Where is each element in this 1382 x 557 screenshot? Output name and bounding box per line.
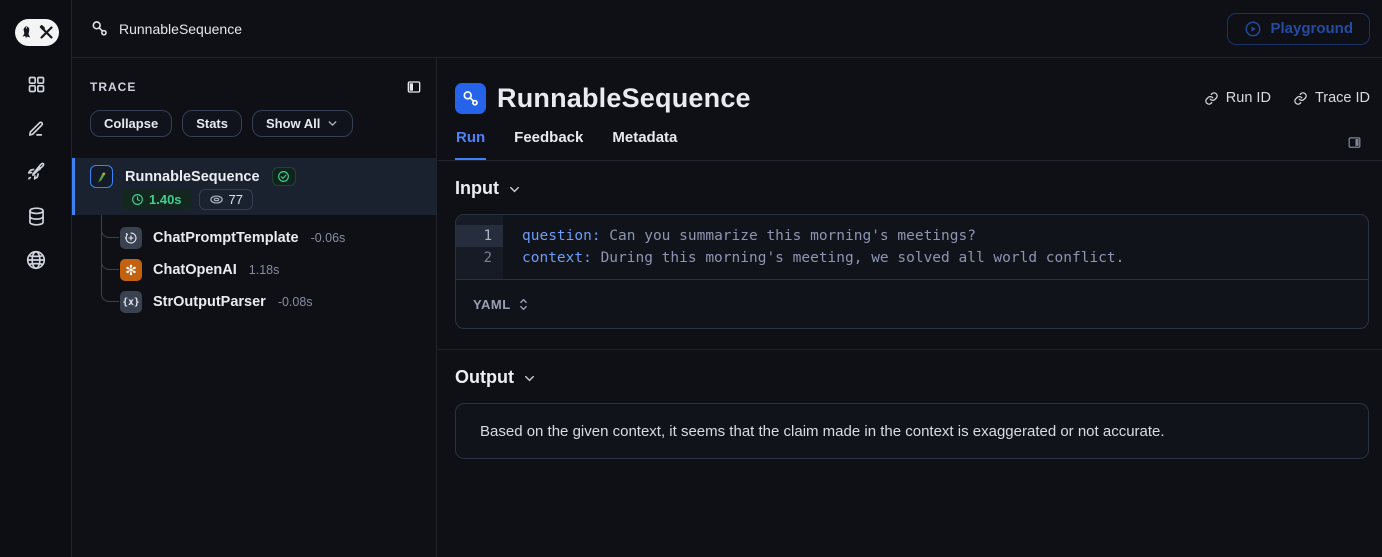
stats-button-label: Stats [196, 116, 228, 131]
token-icon [209, 195, 223, 204]
collapse-panel-icon[interactable] [406, 79, 422, 95]
yaml-value: Can you summarize this morning's meeting… [600, 228, 976, 244]
top-bar: RunnableSequence Playground [72, 0, 1382, 58]
play-circle-icon [1246, 21, 1261, 36]
show-all-label: Show All [265, 116, 321, 131]
chevron-down-icon [522, 371, 537, 386]
duration-badge: 1.40s [122, 189, 191, 210]
collapse-button[interactable]: Collapse [90, 110, 173, 137]
trace-row-stroutputparser[interactable]: {x} StrOutputParser -0.08s [72, 286, 436, 318]
trace-panel: TRACE Collapse Stats Show All [72, 58, 437, 557]
trace-row-chatopenai[interactable]: ✻ ChatOpenAI 1.18s [72, 254, 436, 286]
openai-icon: ✻ [120, 259, 142, 281]
tree-connector [101, 215, 119, 302]
trace-row-chatprompttemplate[interactable]: ChatPromptTemplate -0.06s [72, 222, 436, 254]
breadcrumb[interactable]: RunnableSequence [90, 19, 242, 38]
line-number-gutter: 1 2 [456, 215, 503, 279]
langsmith-logo[interactable] [15, 19, 59, 46]
tab-metadata[interactable]: Metadata [612, 129, 678, 146]
link-icon [1294, 91, 1307, 105]
rocket-icon[interactable] [22, 162, 50, 182]
line-number: 1 [456, 225, 503, 247]
input-code-block: 1 2 question: Can you summarize this mor… [455, 214, 1369, 329]
output-heading: Output [455, 367, 514, 387]
chevron-down-icon [326, 117, 339, 130]
yaml-code[interactable]: question: Can you summarize this morning… [503, 215, 1124, 279]
clock-icon [132, 194, 143, 205]
child-run-duration: -0.06s [310, 231, 346, 245]
run-detail-panel: RunnableSequence Run ID Trace ID Run Fee… [438, 58, 1382, 557]
line-number: 2 [483, 250, 492, 266]
trace-row-runnablesequence[interactable]: RunnableSequence 1.40s 77 [72, 158, 436, 215]
parrot-run-icon [90, 165, 113, 188]
trace-panel-title: TRACE [90, 80, 137, 94]
page-title: RunnableSequence [497, 82, 751, 113]
breadcrumb-label: RunnableSequence [119, 20, 242, 37]
globe-icon[interactable] [22, 250, 50, 270]
success-check-icon [271, 167, 296, 186]
expand-panel-icon[interactable] [1347, 135, 1362, 150]
yaml-key: question: [522, 228, 601, 244]
tab-run[interactable]: Run [455, 127, 487, 160]
chevron-updown-icon[interactable] [517, 297, 530, 312]
format-select-value[interactable]: YAML [473, 296, 511, 312]
collapse-button-label: Collapse [104, 116, 159, 131]
sequence-icon [90, 19, 109, 38]
output-text: Based on the given context, it seems tha… [480, 422, 1165, 440]
yaml-value: During this morning's meeting, we solved… [591, 250, 1125, 266]
sequence-badge-icon [455, 82, 486, 114]
output-box[interactable]: Based on the given context, it seems tha… [455, 403, 1369, 459]
child-run-duration: -0.08s [277, 295, 313, 309]
stats-button[interactable]: Stats [182, 110, 242, 137]
chevron-down-icon [507, 182, 522, 197]
playground-button[interactable]: Playground [1227, 12, 1370, 45]
tools-logo-icon [39, 25, 53, 39]
output-section-header[interactable]: Output [455, 367, 537, 388]
child-run-name: StrOutputParser [153, 294, 266, 310]
show-all-dropdown[interactable]: Show All [251, 110, 354, 137]
run-id-label: Run ID [1225, 90, 1271, 106]
yaml-key: context: [522, 250, 592, 266]
input-section-header[interactable]: Input [455, 178, 522, 199]
root-run-name: RunnableSequence [125, 168, 260, 185]
pencil-icon[interactable] [22, 118, 50, 138]
braces-icon: {x} [120, 291, 142, 313]
duration-value: 1.40s [149, 192, 182, 207]
trace-id-label: Trace ID [1314, 90, 1370, 106]
playground-label: Playground [1270, 20, 1353, 37]
parrot-logo-icon [22, 26, 31, 39]
trace-id-link[interactable]: Trace ID [1293, 90, 1370, 106]
left-nav-rail [0, 0, 72, 557]
tokens-badge: 77 [198, 189, 254, 210]
tabs-divider [438, 160, 1382, 161]
database-icon[interactable] [22, 206, 50, 226]
run-id-link[interactable]: Run ID [1204, 90, 1271, 106]
chat-plus-icon [120, 227, 142, 249]
grid-icon[interactable] [22, 74, 50, 94]
tokens-value: 77 [228, 192, 244, 207]
child-run-name: ChatPromptTemplate [153, 230, 299, 246]
tab-feedback[interactable]: Feedback [514, 129, 584, 146]
tab-bar: Run Feedback Metadata [455, 127, 1382, 160]
input-heading: Input [455, 178, 499, 198]
child-run-duration: 1.18s [248, 263, 280, 277]
link-icon [1205, 91, 1218, 105]
section-divider [438, 349, 1382, 350]
child-run-name: ChatOpenAI [153, 262, 237, 278]
